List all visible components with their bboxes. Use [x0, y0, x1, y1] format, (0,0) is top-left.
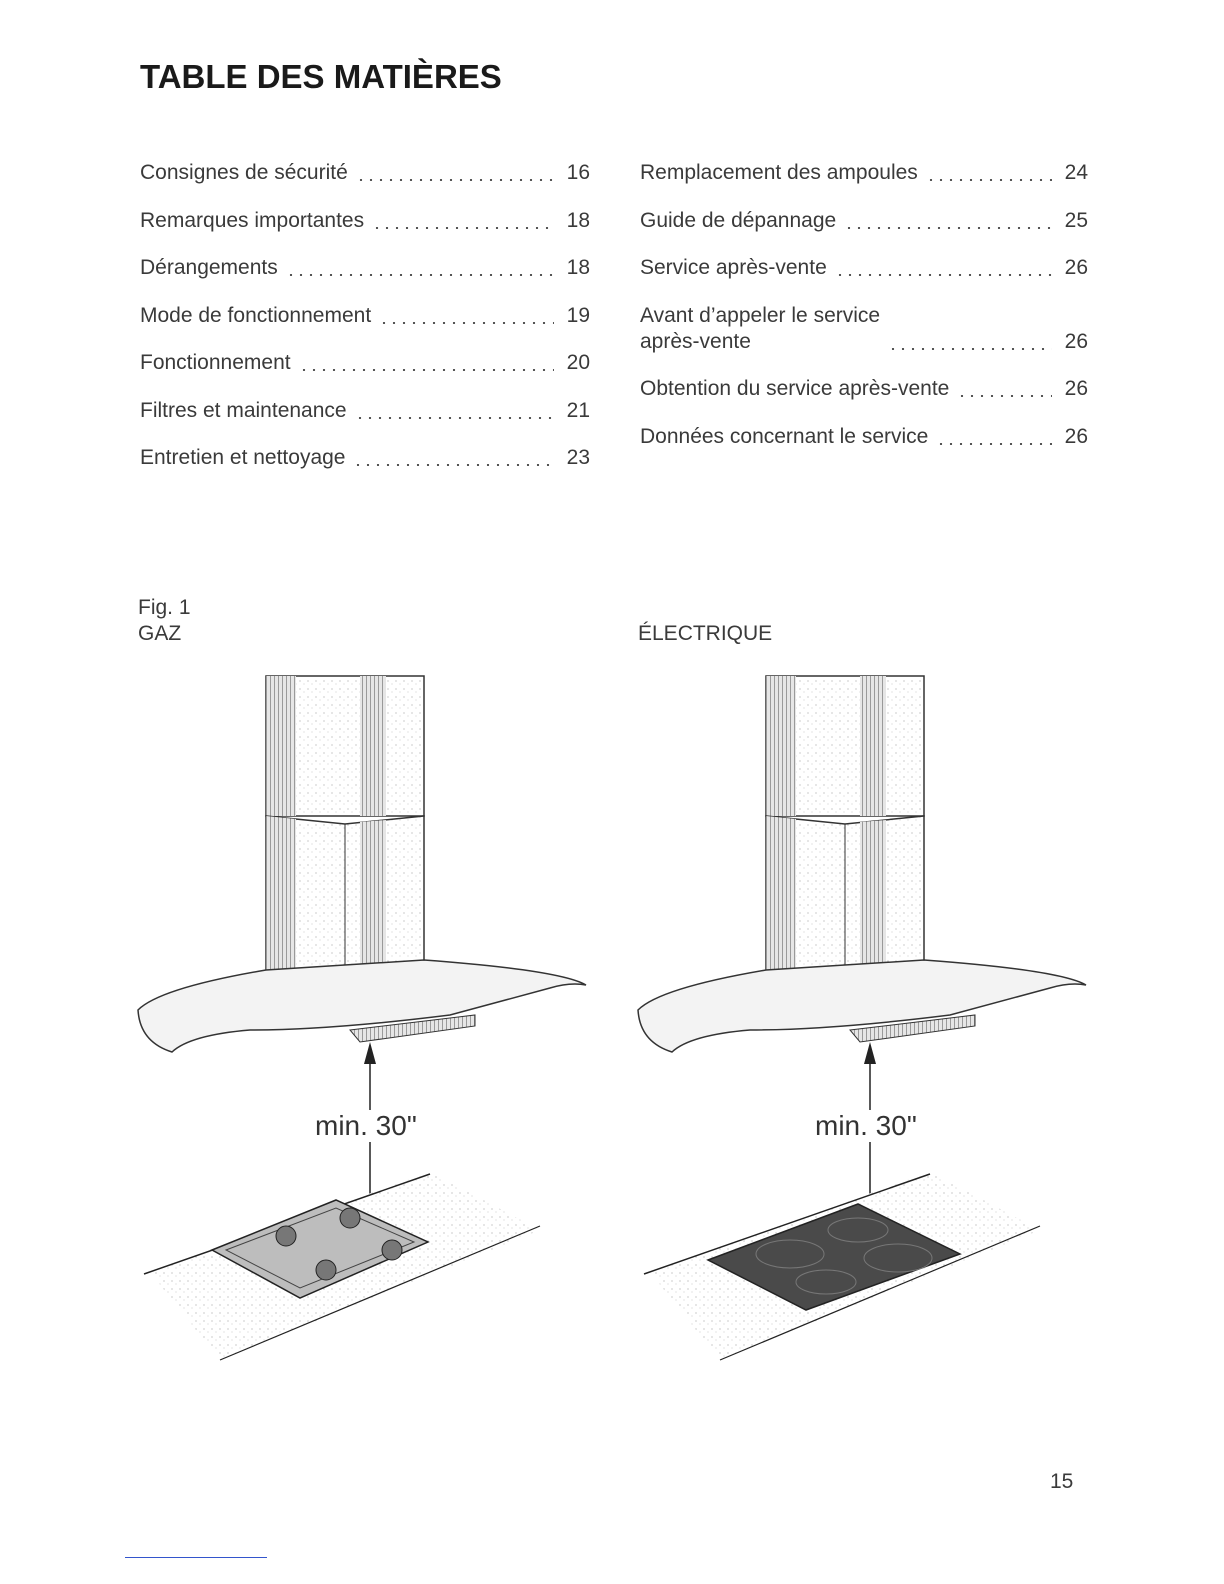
clearance-label-gas: min. 30"	[312, 1110, 420, 1142]
toc-entry-page: 26	[1064, 256, 1088, 279]
toc-entry: Consignes de sécurité 16	[140, 160, 590, 186]
figure-number: Fig. 1	[138, 596, 191, 619]
toc-entry-page: 26	[1064, 329, 1088, 353]
toc-entry-label: Avant d’appeler le service après-vente	[640, 303, 881, 353]
toc-entry: Mode de fonctionnement 19	[140, 303, 590, 329]
toc-entry: Guide de dépannage 25	[640, 208, 1088, 234]
toc-leader-dots	[925, 179, 1052, 181]
toc-entry: Fonctionnement 20	[140, 350, 590, 376]
toc-entry-page: 19	[566, 303, 590, 327]
toc-leader-dots	[834, 274, 1052, 276]
toc-entry-page: 16	[566, 161, 590, 184]
toc-entry: Entretien et nettoyage 23	[140, 445, 590, 471]
toc-entry-label: Mode de fonctionnement	[140, 303, 372, 327]
toc-entry-label: Guide de dépannage	[640, 208, 837, 232]
toc-entry-page: 23	[566, 446, 590, 469]
toc-leader-dots	[844, 226, 1052, 229]
toc-entry-page: 26	[1064, 377, 1088, 400]
page-number: 15	[1050, 1470, 1074, 1493]
toc-leader-dots	[957, 395, 1052, 397]
electric-cooktop	[706, 1203, 962, 1311]
toc-entry: Remarques importantes 18	[140, 208, 590, 234]
page-title: TABLE DES MATIÈRES	[140, 58, 502, 95]
toc-entry-page: 18	[566, 256, 590, 279]
toc-entry-label: Obtention du service après-vente	[640, 377, 950, 400]
hood-canopy	[637, 959, 1087, 1053]
toc-leader-dots	[379, 321, 554, 324]
illustration-electric-hood: min. 30"	[630, 670, 1100, 1390]
toc-entry-label: Entretien et nettoyage	[140, 446, 346, 469]
toc-entry-label: Remarques importantes	[140, 208, 365, 232]
toc-entry-page: 24	[1064, 161, 1088, 184]
illustration-gas-hood: min. 30"	[130, 670, 600, 1390]
clearance-label-electric: min. 30"	[812, 1110, 920, 1142]
toc-leader-dots	[298, 369, 554, 371]
toc-column-left: Consignes de sécurité 16 Remarques import…	[140, 160, 590, 493]
toc-entry: Remplacement des ampoules 24	[640, 160, 1088, 186]
toc-entry: Avant d’appeler le service après-vente 26	[640, 303, 1088, 355]
toc-leader-dots	[888, 347, 1052, 350]
toc-entry: Données concernant le service 26	[640, 424, 1088, 450]
figure-label-gas: GAZ	[138, 622, 182, 645]
toc-leader-dots	[285, 274, 554, 276]
hood-canopy	[137, 959, 587, 1053]
hood-chimney	[765, 675, 925, 1001]
toc-entry-page: 20	[566, 351, 590, 374]
footer-rule	[125, 1557, 267, 1558]
electric-hood-diagram	[637, 675, 1087, 1361]
toc-leader-dots	[354, 416, 554, 419]
hood-chimney	[265, 675, 425, 1001]
figure-label-electric: ÉLECTRIQUE	[638, 622, 773, 645]
toc-entry-label: Données concernant le service	[640, 424, 929, 448]
toc-column-right: Remplacement des ampoules 24 Guide de dép…	[640, 160, 1088, 471]
toc-entry-label: Dérangements	[140, 256, 278, 279]
toc-entry-label: Fonctionnement	[140, 351, 291, 374]
toc-entry: Obtention du service après-vente 26	[640, 376, 1088, 402]
toc-entry-page: 26	[1064, 424, 1088, 448]
toc-entry-label: Service après-vente	[640, 256, 827, 279]
toc-leader-dots	[353, 464, 554, 466]
toc-entry: Service après-vente 26	[640, 255, 1088, 281]
gas-hood-diagram	[137, 675, 587, 1361]
toc-entry-page: 18	[566, 208, 590, 232]
toc-leader-dots	[355, 179, 554, 181]
toc-entry-label: Filtres et maintenance	[140, 398, 347, 422]
toc-entry-page: 21	[566, 398, 590, 422]
toc-entry: Filtres et maintenance 21	[140, 398, 590, 424]
toc-entry: Dérangements 18	[140, 255, 590, 281]
gas-cooktop	[210, 1199, 430, 1299]
toc-leader-dots	[936, 442, 1052, 445]
toc-entry-page: 25	[1064, 208, 1088, 232]
toc-leader-dots	[372, 226, 554, 229]
toc-entry-label: Consignes de sécurité	[140, 161, 348, 184]
toc-entry-label: Remplacement des ampoules	[640, 161, 918, 184]
